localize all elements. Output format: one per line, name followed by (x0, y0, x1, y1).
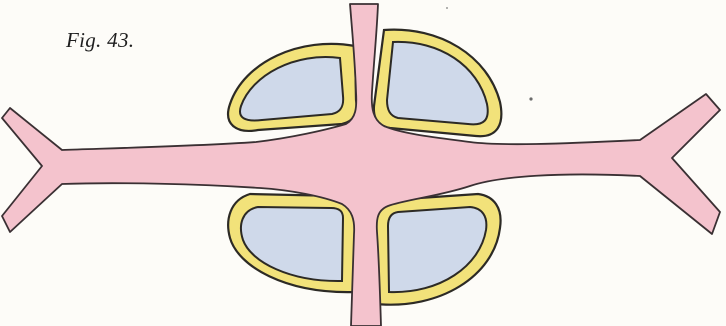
quadrant-lower-left (228, 194, 356, 292)
quadrant-upper-left-chamber (240, 57, 343, 120)
quadrant-upper-right (374, 30, 501, 137)
quadrant-lower-right-chamber (388, 207, 486, 292)
quadrant-lower-right (375, 194, 501, 305)
quadrant-upper-left (228, 44, 356, 131)
quadrant-upper-right-chamber (387, 42, 488, 124)
print-speck (446, 7, 448, 9)
vessel-network (2, 4, 720, 326)
print-speck (529, 97, 532, 100)
